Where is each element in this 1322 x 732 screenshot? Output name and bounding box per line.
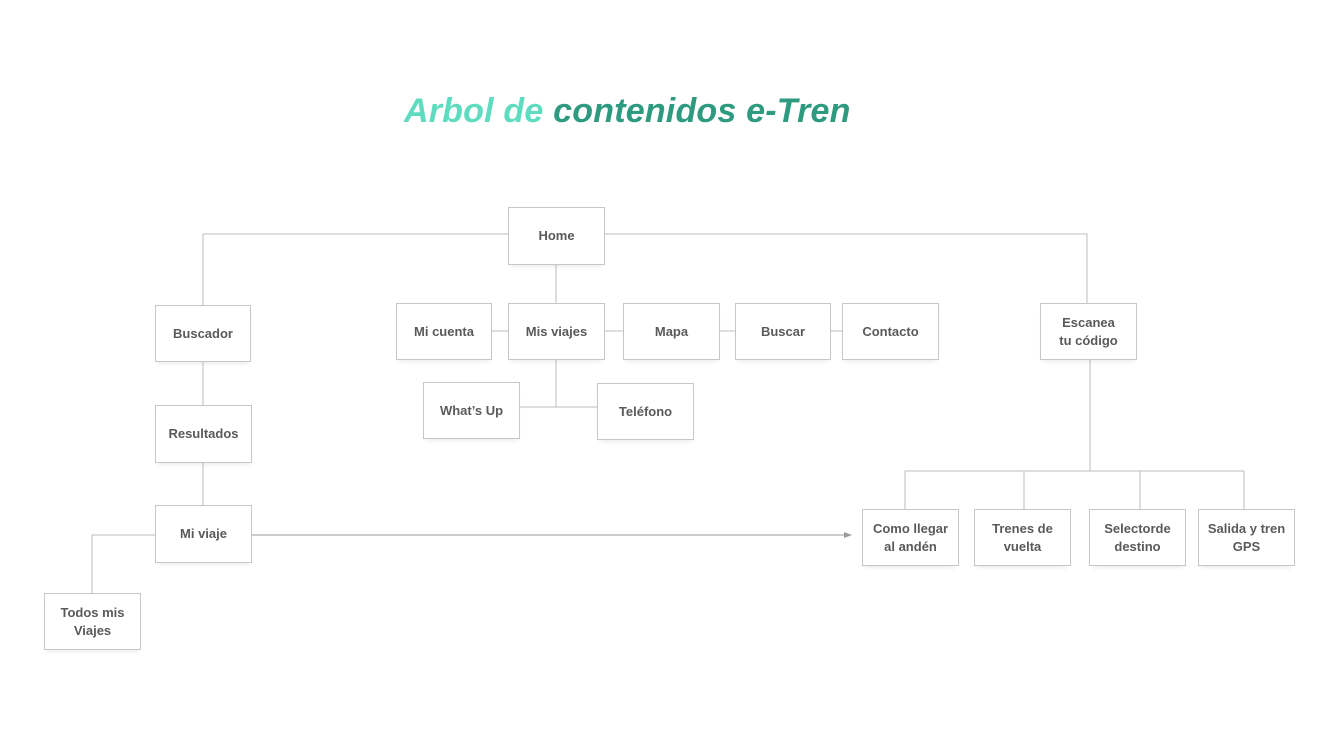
node-contacto: Contacto [842, 303, 939, 360]
node-salida-tren-gps-label: Salida y tren GPS [1207, 520, 1286, 554]
node-escanea-label: Escanea tu código [1059, 314, 1118, 348]
node-mi-viaje: Mi viaje [155, 505, 252, 563]
node-mi-cuenta: Mi cuenta [396, 303, 492, 360]
node-mi-cuenta-label: Mi cuenta [414, 323, 474, 339]
title-part-1: Arbol de [404, 92, 544, 130]
node-mis-viajes: Mis viajes [508, 303, 605, 360]
node-whats-up: What’s Up [423, 382, 520, 439]
node-como-llegar: Como llegar al andén [862, 509, 959, 566]
node-buscar-label: Buscar [760, 323, 806, 339]
node-buscar: Buscar [735, 303, 831, 360]
title-part-2: contenidos e-Tren [553, 92, 851, 130]
node-home: Home [508, 207, 605, 265]
node-buscador: Buscador [155, 305, 251, 362]
connector-home-escanea [605, 233, 1088, 303]
node-contacto-label: Contacto [862, 323, 919, 339]
node-escanea: Escanea tu código [1040, 303, 1137, 360]
node-whats-up-label: What’s Up [439, 402, 504, 418]
node-como-llegar-label: Como llegar al andén [872, 520, 949, 554]
node-todos-mis-viajes-label: Todos mis Viajes [60, 604, 125, 638]
connector-home-buscador [202, 233, 508, 305]
node-telefono: Teléfono [597, 383, 694, 440]
node-selector-destino: Selectorde destino [1089, 509, 1186, 566]
node-telefono-label: Teléfono [618, 403, 673, 419]
node-buscador-label: Buscador [173, 325, 233, 341]
node-resultados: Resultados [155, 405, 252, 463]
node-mis-viajes-label: Mis viajes [525, 323, 588, 339]
node-resultados-label: Resultados [168, 426, 239, 441]
node-todos-mis-viajes: Todos mis Viajes [44, 593, 141, 650]
node-mapa: Mapa [623, 303, 720, 360]
diagram-title: Arbol de contenidos e-Tren [404, 92, 851, 131]
node-salida-tren-gps: Salida y tren GPS [1198, 509, 1295, 566]
node-selector-destino-label: Selectorde destino [1104, 520, 1171, 554]
node-trenes-de-vuelta: Trenes de vuelta [974, 509, 1071, 566]
node-trenes-de-vuelta-label: Trenes de vuelta [992, 520, 1053, 554]
node-home-label: Home [538, 228, 575, 243]
node-mi-viaje-label: Mi viaje [180, 526, 227, 541]
node-mapa-label: Mapa [654, 323, 689, 339]
connector-mi-viaje-todos [91, 534, 155, 593]
